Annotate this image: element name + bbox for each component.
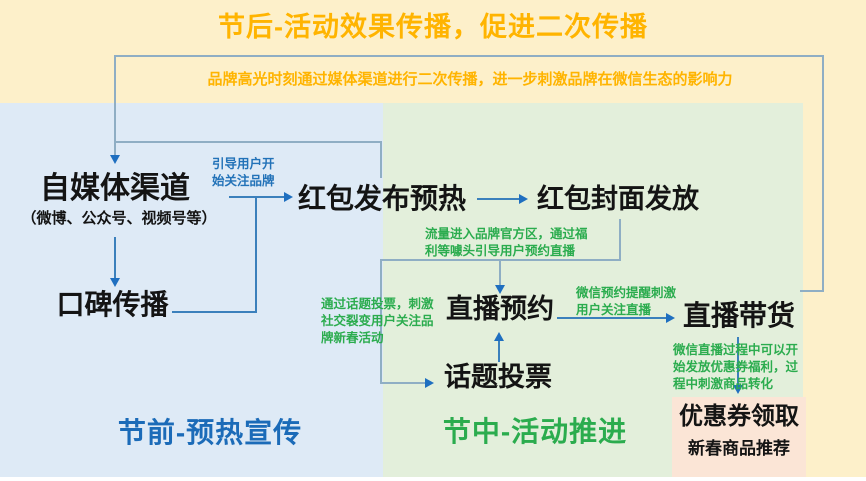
- connector-cover-down: [619, 219, 621, 261]
- coupon-box: [672, 397, 806, 477]
- connector-loop-left: [114, 55, 116, 155]
- node-coupon-sub: 新春商品推荐: [688, 439, 790, 458]
- node-self-media: 自媒体渠道: [40, 172, 190, 205]
- connector-selfmedia-to-wom: [114, 237, 116, 279]
- connector-loop-branch-h: [114, 141, 381, 143]
- connector-live-to-loop: [800, 290, 824, 292]
- node-red-packet-release: 红包发布预热: [297, 183, 466, 214]
- node-topic-vote: 话题投票: [444, 362, 552, 392]
- connector-reserve-to-live: [557, 317, 667, 319]
- pre-festival-panel: [0, 103, 383, 477]
- connector-selfmedia-to-release: [229, 196, 285, 198]
- annotation-social-fission: 通过话题投票，刺激 社交裂变用户关注品 牌新春活动: [321, 297, 434, 345]
- phase-label-pre-festival: 节前-预热宣传: [117, 417, 303, 448]
- connector-to-reserve-v: [499, 259, 501, 286]
- annotation-reserve-reminder: 微信预约提醒刺激 用户关注直播: [576, 286, 677, 317]
- connector-loop-branch-v: [380, 141, 382, 178]
- annotation-coupon-push: 微信直播过程中可以开 始发放优惠券福利，过 程中刺激商品转化: [673, 343, 799, 391]
- connector-release-to-cover: [477, 198, 521, 200]
- node-red-packet-cover: 红包封面发放: [537, 184, 699, 214]
- node-self-media-sub: （微博、公众号、视频号等）: [21, 210, 217, 227]
- connector-loop-right: [822, 55, 824, 291]
- header-note: 品牌高光时刻通过媒体渠道进行二次传播，进一步刺激品牌在微信生态的影响力: [207, 70, 733, 88]
- node-coupon-claim: 优惠券领取: [679, 403, 799, 430]
- node-live-commerce: 直播带货: [682, 300, 795, 331]
- annotation-guide-follow: 引导用户开 始关注品牌: [212, 157, 275, 188]
- arrowhead-to-vote: [425, 378, 434, 388]
- node-live-reservation: 直播预约: [446, 294, 554, 324]
- arrowhead-release-to-cover: [519, 194, 528, 204]
- annotation-official-traffic: 流量进入品牌官方区，通过福 利等噱头引导用户预约直播: [425, 227, 588, 258]
- connector-to-vote-v: [380, 259, 382, 383]
- arrowhead-selfmedia-to-release: [284, 192, 293, 202]
- page-title: 节后-活动效果传播，促进二次传播: [218, 12, 648, 42]
- connector-wom-h: [172, 311, 257, 313]
- arrowhead-live-to-coupon: [733, 385, 743, 394]
- connector-loop-top: [114, 55, 824, 57]
- arrowhead-vote-to-reserve: [494, 332, 504, 341]
- phase-label-mid-festival: 节中-活动推进: [442, 416, 628, 447]
- bottom-margin: [0, 477, 866, 481]
- connector-live-to-coupon: [737, 337, 739, 386]
- arrowhead-loop-to-selfmedia: [110, 155, 120, 164]
- connector-vote-to-reserve: [498, 340, 500, 362]
- arrowhead-reserve-to-live: [666, 313, 675, 323]
- node-word-of-mouth: 口碑传播: [56, 289, 169, 320]
- arrowhead-selfmedia-to-wom: [110, 278, 120, 287]
- connector-wom-v: [255, 197, 257, 313]
- connector-to-vote-h: [380, 382, 427, 384]
- arrowhead-to-reserve: [495, 285, 505, 294]
